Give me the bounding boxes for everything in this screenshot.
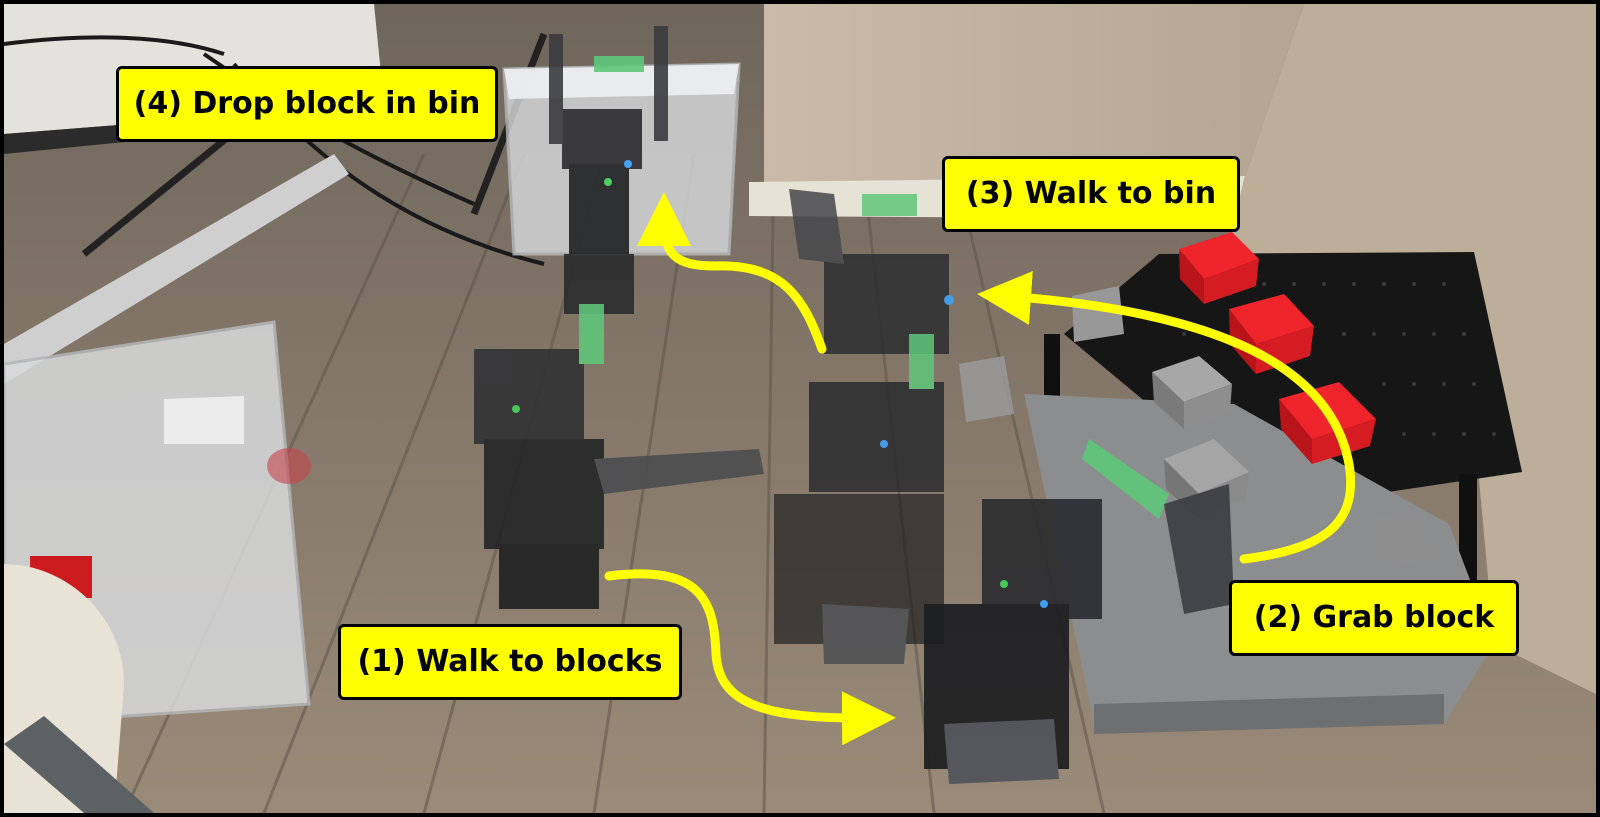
gray-block bbox=[1376, 514, 1434, 566]
step-label-walk-to-blocks: (1) Walk to blocks bbox=[338, 624, 682, 700]
gray-rail bbox=[4, 154, 349, 384]
robot-pose-grab bbox=[924, 439, 1234, 784]
gray-block bbox=[1152, 356, 1232, 429]
robot-sequence-photo bbox=[4, 4, 1596, 813]
robot-pose-mid bbox=[774, 334, 1014, 664]
step-arrows bbox=[604, 192, 1356, 746]
red-block bbox=[1179, 232, 1259, 304]
robot-pose-drop bbox=[549, 26, 668, 314]
step-label-grab-block: (2) Grab block bbox=[1229, 580, 1519, 656]
step-label-walk-to-bin: (3) Walk to bin bbox=[942, 156, 1240, 232]
gray-block bbox=[1072, 286, 1124, 342]
step-label-drop-block: (4) Drop block in bin bbox=[116, 66, 498, 142]
arrow-walk-to-bin bbox=[637, 192, 827, 354]
robot-pose-walk-start bbox=[474, 304, 764, 609]
photo-scene: (4) Drop block in bin (3) Walk to bin (2… bbox=[4, 4, 1596, 813]
chair-handle bbox=[4, 716, 154, 813]
cubicle-wall-back bbox=[764, 4, 1304, 184]
arrow-grab-block bbox=[977, 271, 1356, 564]
arrow-walk-to-blocks bbox=[604, 569, 896, 746]
